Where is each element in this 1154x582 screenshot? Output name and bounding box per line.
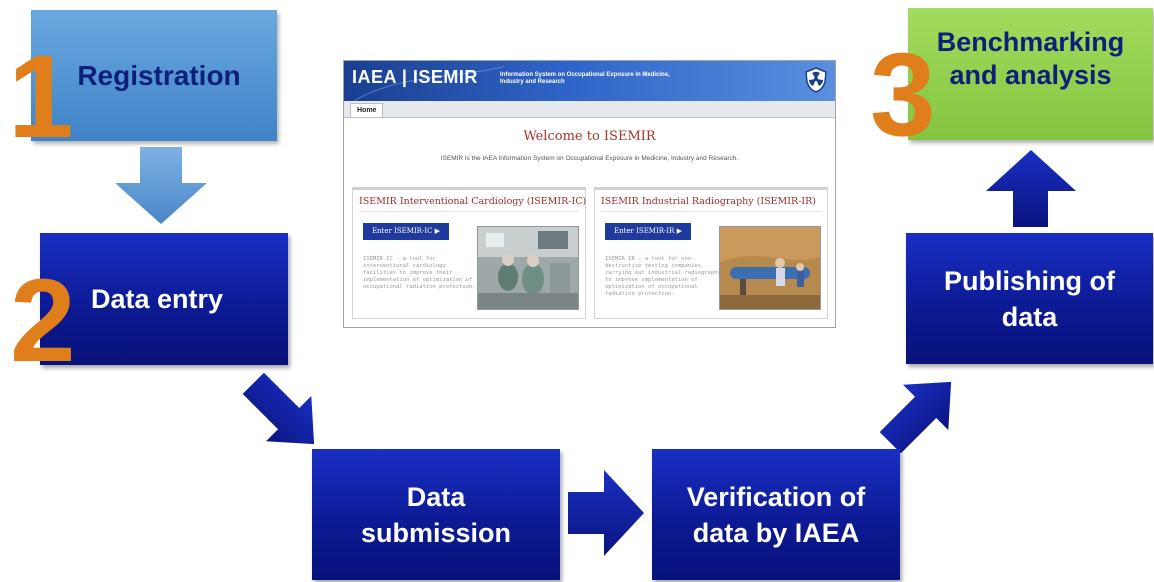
registration-box: Registration: [31, 10, 277, 141]
registration-label: Registration: [77, 59, 241, 91]
card-description: ISEMIR IR - a tool for non-destructive t…: [605, 256, 721, 297]
isemir-logo-subtitle: Information System on Occupational Expos…: [500, 72, 670, 85]
enter-isemir-ir-button[interactable]: Enter ISEMIR-IR ▶: [605, 223, 691, 240]
publishing-box: Publishing of data: [906, 233, 1153, 364]
card-divider: [601, 211, 821, 212]
isemir-screenshot: IAEA | ISEMIR Information System on Occu…: [343, 60, 836, 328]
data-submission-label: Data submission: [360, 481, 512, 548]
card-description: ISEMIR IC - a tool for interventional ca…: [363, 256, 476, 290]
verification-box: Verification of data by IAEA: [652, 449, 900, 580]
card-title: ISEMIR Industrial Radiography (ISEMIR-IR…: [601, 196, 817, 207]
step-number-1: 1: [8, 31, 74, 163]
welcome-heading: Welcome to ISEMIR: [523, 129, 656, 144]
arrow-publishing-to-benchmarking: [986, 150, 1076, 227]
verification-label: Verification of data by IAEA: [686, 481, 866, 548]
isemir-navbar: [344, 101, 835, 118]
cardiology-photo: [477, 226, 579, 310]
benchmarking-box: Benchmarking and analysis: [908, 8, 1153, 140]
card-divider: [359, 211, 579, 212]
radiation-shield-icon: [805, 67, 827, 93]
radiography-photo: [719, 226, 821, 310]
arrow-registration-to-entry: [115, 147, 207, 224]
tab-home[interactable]: Home: [350, 103, 384, 117]
intro-text: ISEMIR is the IAEA Information System on…: [440, 155, 739, 162]
data-entry-box: Data entry: [40, 233, 288, 365]
step-number-3: 3: [870, 29, 936, 161]
enter-isemir-ic-button[interactable]: Enter ISEMIR-IC ▶: [363, 223, 449, 240]
card-isemir-ir: ISEMIR Industrial Radiography (ISEMIR-IR…: [594, 187, 828, 319]
arrow-submission-to-verification: [568, 470, 644, 556]
publishing-label: Publishing of data: [944, 265, 1115, 332]
benchmarking-label: Benchmarking and analysis: [936, 27, 1125, 90]
isemir-header: [344, 61, 835, 101]
isemir-logo: IAEA | ISEMIR: [352, 67, 478, 87]
card-isemir-ic: ISEMIR Interventional Cardiology (ISEMIR…: [352, 187, 586, 319]
arrow-entry-to-submission: [242, 372, 315, 445]
arrow-verification-to-publishing: [879, 381, 952, 454]
header-swirl: [353, 66, 504, 101]
step-number-2: 2: [10, 255, 76, 387]
card-title: ISEMIR Interventional Cardiology (ISEMIR…: [359, 196, 587, 207]
data-submission-box: Data submission: [312, 449, 560, 580]
data-entry-label: Data entry: [90, 283, 224, 314]
